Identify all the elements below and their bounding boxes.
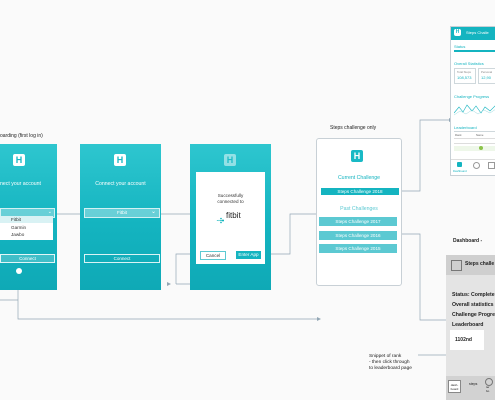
annotation: Snippet of rank - then click through to … — [369, 354, 412, 373]
dashboard-tab-icon[interactable] — [457, 162, 462, 167]
challenges-screen: H Current Challenge Steps Challenge 2018… — [316, 138, 402, 286]
dashboard-header-title: Steps Challe — [466, 30, 489, 35]
connect-button[interactable]: Connect — [0, 254, 55, 263]
bottom-tabs: Dashboard — [451, 159, 495, 176]
success-modal: Successfully connected to fitbit Cancel … — [196, 172, 265, 264]
onboarding-screen-3: H Successfully connected to fitbit Cance… — [190, 144, 271, 290]
challenge-progress-label: Challenge Progress — [454, 94, 490, 99]
past-challenge-item[interactable]: Steps Challenge 2017 — [319, 217, 397, 226]
option-garmin[interactable]: Garmin — [11, 225, 27, 230]
tab-steps[interactable]: steps — [469, 382, 478, 386]
steps-tab-icon[interactable] — [473, 162, 480, 169]
tab-dashboard[interactable]: Dashboard — [453, 169, 467, 173]
dashboard-screen-small: H Steps Challe Status Overall Statistics… — [450, 26, 495, 176]
rank-snippet[interactable]: 1102nd — [450, 330, 484, 350]
dashboard-header: H Steps Challe — [451, 27, 495, 40]
current-challenge-label: Current Challenge — [337, 175, 381, 181]
logo-placeholder-icon — [451, 260, 462, 271]
leaderboard-label: Leaderboard — [454, 125, 477, 130]
past-challenges-label: Past Challenges — [340, 206, 378, 212]
provider-dropdown[interactable]: Fitbit Garmin Jawbo — [0, 216, 53, 240]
app-logo: H — [454, 29, 461, 36]
onboarding-title: oarding (first log in) — [0, 133, 43, 139]
app-logo: H — [13, 154, 25, 166]
leaderboard-table[interactable]: Rank Name — [454, 131, 495, 152]
chevron-down-icon: ⌄ — [47, 209, 52, 215]
progress-chart — [454, 104, 495, 116]
dashboard-wireframe: Steps challe Status: Complete Overall st… — [446, 255, 495, 400]
fitbit-logo: fitbit — [216, 211, 241, 230]
enter-app-button[interactable]: Enter App — [236, 251, 261, 259]
app-logo: H — [351, 150, 363, 162]
rank-value: 1102nd — [455, 337, 472, 343]
fitbit-wordmark: fitbit — [226, 211, 241, 220]
current-challenge-item[interactable]: Steps Challenge 2018 — [321, 188, 399, 195]
onboarding-screen-2: H Connect your account Fitbit ⌄ Connect — [80, 144, 161, 290]
annotation-line-3: to leaderboard page — [369, 366, 412, 372]
annotation-line-1: Snippet of rank — [369, 354, 402, 359]
app-logo: H — [114, 154, 126, 166]
provider-select[interactable]: Fitbit ⌄ — [84, 208, 160, 218]
steps-title: Steps challenge only — [330, 125, 377, 131]
option-jawbone[interactable]: Jawbo — [11, 232, 25, 237]
avatar — [479, 146, 483, 150]
connect-heading: Connect your account — [95, 181, 146, 187]
fitbit-dots-icon — [216, 217, 224, 224]
tap-indicator — [16, 268, 22, 274]
connect-button[interactable]: Connect — [84, 254, 160, 263]
status-bar — [454, 50, 495, 52]
past-challenge-item[interactable]: Steps Challenge 2016 — [319, 231, 397, 240]
option-fitbit[interactable]: Fitbit — [11, 217, 21, 222]
challenge-progress-text: Challenge Progre — [452, 312, 495, 318]
wireframe-tabs: dash- board steps ter bo — [446, 376, 495, 400]
status-text: Status: Complete — [452, 292, 495, 298]
personal-card: Personal 12,90 — [478, 68, 495, 84]
dashboard-title: Dashboard - — [453, 238, 483, 244]
onboarding-screen-1: H nect your account ⌄ Fitbit Garmin Jawb… — [0, 144, 57, 290]
leaderboard-tab-icon[interactable] — [485, 378, 493, 386]
app-logo: H — [224, 154, 236, 166]
selected-provider: Fitbit — [117, 210, 127, 215]
total-steps-card: Total Steps 108,573 — [454, 68, 476, 84]
overall-stats-label: Overall Statistics — [454, 61, 484, 66]
chevron-down-icon: ⌄ — [150, 209, 156, 215]
connect-heading: nect your account — [0, 181, 41, 187]
leaderboard-tab-icon[interactable] — [488, 162, 495, 169]
annotation-line-2: - then click through — [369, 360, 410, 366]
tab-dashboard[interactable]: dash- board — [448, 380, 461, 393]
tab-leaderboard[interactable]: ter bo — [486, 385, 490, 393]
status-label: Status — [454, 44, 466, 49]
cancel-button[interactable]: Cancel — [200, 251, 226, 260]
modal-text-2: connected to — [217, 199, 244, 204]
wireframe-header-title: Steps challe — [465, 261, 495, 267]
leaderboard-text: Leaderboard — [452, 322, 484, 328]
overall-statistics-text: Overall statistics — [452, 302, 494, 308]
modal-text-1: Successfully — [217, 193, 244, 198]
past-challenge-item[interactable]: Steps Challenge 2015 — [319, 244, 397, 253]
wireframe-header: Steps challe — [446, 255, 495, 275]
